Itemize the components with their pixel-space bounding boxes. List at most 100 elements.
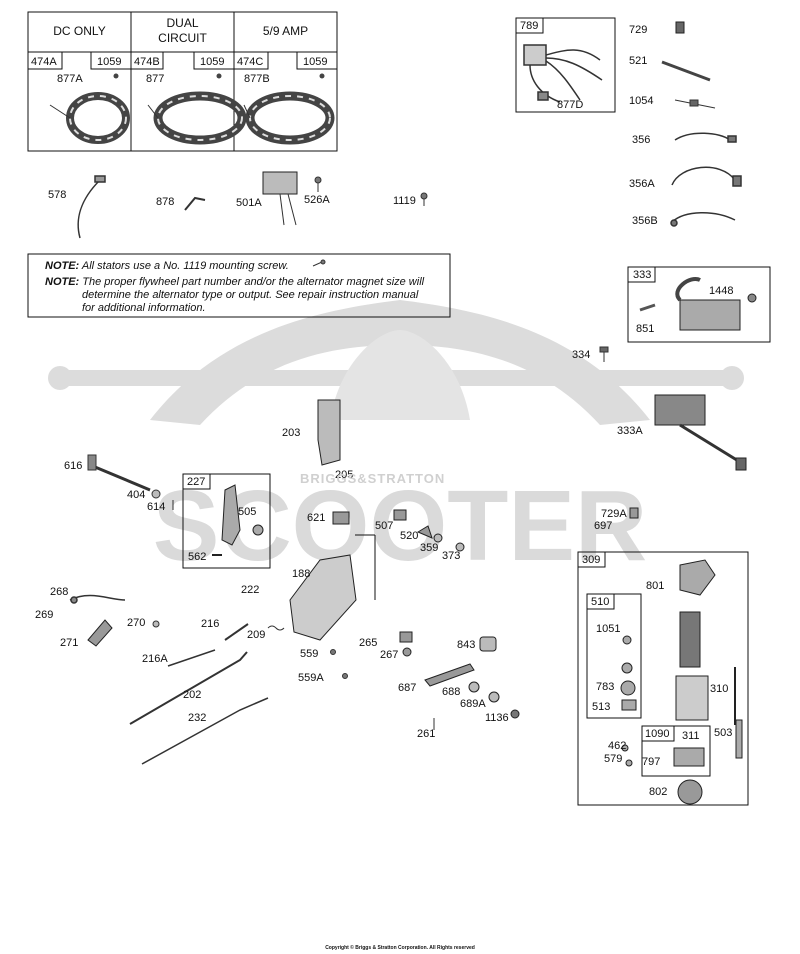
label-356A: 356A bbox=[629, 178, 655, 190]
label-559A: 559A bbox=[298, 672, 324, 684]
label-209: 209 bbox=[247, 629, 266, 641]
label-356B: 356B bbox=[632, 215, 658, 227]
label-216: 216 bbox=[201, 618, 220, 630]
wire-356 bbox=[674, 132, 737, 143]
bracket-203 bbox=[317, 399, 341, 466]
label-1054: 1054 bbox=[629, 95, 654, 107]
header-5-9-amp: 5/9 AMP bbox=[262, 24, 309, 38]
label-513: 513 bbox=[592, 701, 611, 713]
label-843: 843 bbox=[457, 639, 476, 651]
label-616: 616 bbox=[64, 460, 83, 472]
label-356: 356 bbox=[632, 134, 651, 146]
label-1448: 1448 bbox=[709, 285, 734, 297]
header-dc-only: DC ONLY bbox=[53, 24, 106, 38]
box-1090 bbox=[641, 725, 711, 777]
box-label-227: 227 bbox=[187, 476, 206, 488]
label-729A: 729A bbox=[601, 508, 627, 520]
label-559: 559 bbox=[300, 648, 319, 660]
stator-coil-877A bbox=[49, 92, 130, 144]
label-505: 505 bbox=[238, 506, 257, 518]
header-dual-circuit: DUAL CIRCUIT bbox=[158, 16, 207, 45]
label-783: 783 bbox=[596, 681, 615, 693]
part-729A bbox=[629, 507, 639, 519]
part-265 bbox=[399, 631, 413, 643]
part-507 bbox=[393, 509, 407, 521]
part-359 bbox=[433, 533, 443, 543]
terminal-878 bbox=[184, 196, 206, 211]
part-729 bbox=[675, 21, 685, 34]
label-614: 614 bbox=[147, 501, 166, 513]
cell-474C: 474C bbox=[237, 56, 264, 68]
label-232: 232 bbox=[188, 712, 207, 724]
label-503: 503 bbox=[714, 727, 733, 739]
label-797: 797 bbox=[642, 756, 661, 768]
label-359: 359 bbox=[420, 542, 439, 554]
label-1051: 1051 bbox=[596, 623, 621, 635]
ignition-coil-333 bbox=[639, 277, 757, 331]
label-1119: 1119 bbox=[393, 195, 416, 207]
label-697: 697 bbox=[594, 520, 613, 532]
label-687: 687 bbox=[398, 682, 417, 694]
label-267: 267 bbox=[380, 649, 399, 661]
control-bracket-222 bbox=[289, 534, 376, 641]
link-216A bbox=[167, 649, 216, 667]
box-label-510: 510 bbox=[591, 596, 610, 608]
label-562: 562 bbox=[188, 551, 207, 563]
label-373: 373 bbox=[442, 550, 461, 562]
label-877B: 877B bbox=[244, 73, 270, 85]
wire-harness-877D bbox=[523, 44, 603, 103]
part-843 bbox=[479, 636, 497, 652]
label-188: 188 bbox=[292, 568, 311, 580]
label-404: 404 bbox=[127, 489, 146, 501]
label-268: 268 bbox=[50, 586, 69, 598]
label-877A: 877A bbox=[57, 73, 83, 85]
label-265: 265 bbox=[359, 637, 378, 649]
box-510 bbox=[586, 593, 642, 719]
label-877D: 877D bbox=[557, 99, 584, 111]
box-label-1090: 1090 bbox=[645, 728, 670, 740]
label-801: 801 bbox=[646, 580, 665, 592]
spring-232 bbox=[141, 697, 269, 765]
washer-404 bbox=[151, 489, 161, 499]
part-689A bbox=[488, 691, 500, 703]
label-202: 202 bbox=[183, 689, 202, 701]
note-line-1: NOTE: All stators use a No. 1119 mountin… bbox=[45, 260, 289, 272]
governor-lever-227 bbox=[212, 484, 264, 556]
label-333A: 333A bbox=[617, 425, 643, 437]
label-334: 334 bbox=[572, 349, 591, 361]
part-688 bbox=[468, 681, 480, 693]
rod-202 bbox=[129, 651, 248, 725]
lever-271 bbox=[87, 619, 113, 647]
label-621: 621 bbox=[307, 512, 326, 524]
label-520: 520 bbox=[400, 530, 419, 542]
label-269: 269 bbox=[35, 609, 54, 621]
label-1136: 1136 bbox=[485, 712, 509, 724]
stator-coil-877 bbox=[147, 91, 247, 145]
screw-334 bbox=[599, 346, 609, 362]
spring-209 bbox=[267, 625, 285, 631]
box-333 bbox=[627, 266, 771, 343]
note-line-3: determine the alternator type or output.… bbox=[82, 289, 419, 301]
screw-559 bbox=[330, 649, 336, 655]
wire-356A bbox=[671, 166, 742, 187]
box-label-333: 333 bbox=[633, 269, 652, 281]
screw-526A bbox=[314, 176, 322, 192]
label-851: 851 bbox=[636, 323, 655, 335]
label-688: 688 bbox=[442, 686, 461, 698]
part-270 bbox=[152, 620, 160, 628]
link-216 bbox=[224, 623, 249, 641]
label-802: 802 bbox=[649, 786, 668, 798]
label-877: 877 bbox=[146, 73, 165, 85]
cell-474A: 474A bbox=[31, 56, 57, 68]
label-878: 878 bbox=[156, 196, 175, 208]
wire-578 bbox=[77, 175, 106, 239]
label-462: 462 bbox=[608, 740, 627, 752]
label-216A: 216A bbox=[142, 653, 168, 665]
watermark-brand: BRIGGS&STRATTON bbox=[300, 471, 446, 486]
cell-1059-b: 1059 bbox=[200, 56, 225, 68]
bracket-687 bbox=[424, 663, 475, 687]
label-310: 310 bbox=[710, 683, 729, 695]
cell-474B: 474B bbox=[134, 56, 160, 68]
